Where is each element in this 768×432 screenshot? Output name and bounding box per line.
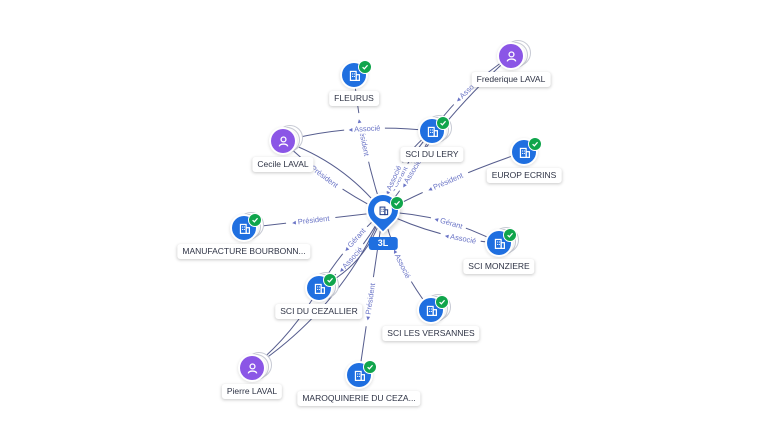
- edge-label: ◂ Président: [426, 170, 465, 194]
- building-icon: [348, 69, 361, 82]
- edge-label-background: [343, 122, 386, 135]
- check-icon: [503, 228, 517, 242]
- edge-label-background: [439, 229, 482, 247]
- edge-label-background: [379, 159, 406, 201]
- edge-label-group: ◂ Gérant: [429, 212, 468, 233]
- edge-label-background: [285, 212, 336, 229]
- edge-label-background: [332, 241, 368, 279]
- person-icon: [246, 362, 259, 375]
- company-node-disc[interactable]: [512, 140, 536, 164]
- check-icon: [363, 360, 377, 374]
- node-label[interactable]: SCI DU CEZALLIER: [275, 304, 363, 319]
- building-icon: [238, 222, 251, 235]
- node-label[interactable]: FLEURUS: [329, 91, 379, 106]
- check-icon: [435, 295, 449, 309]
- company-node-disc[interactable]: [419, 298, 443, 322]
- node-label[interactable]: SCI DU LERY: [400, 147, 464, 162]
- check-icon: [528, 137, 542, 151]
- building-icon: [518, 146, 531, 159]
- person-icon: [277, 135, 290, 148]
- edge-label-group: ◂ Président: [361, 276, 379, 327]
- check-icon: [390, 196, 404, 210]
- edge-label-background: [361, 276, 379, 327]
- edge-label: ◂ Associé: [444, 231, 477, 246]
- node-label[interactable]: Cecile LAVAL: [252, 157, 314, 172]
- check-icon: [323, 273, 337, 287]
- check-icon: [248, 213, 262, 227]
- node-label[interactable]: SCI MONZIERE: [463, 259, 535, 274]
- edge-label-background: [338, 223, 371, 257]
- edge-label-group: ◂ Président: [353, 112, 373, 163]
- check-icon: [436, 116, 450, 130]
- edge-label: ◂ Président: [363, 282, 378, 321]
- node-label[interactable]: MAROQUINERIE DU CEZA...: [297, 391, 421, 406]
- building-icon: [493, 237, 506, 250]
- edge-label-background: [429, 212, 468, 233]
- building-icon: [426, 125, 439, 138]
- node-label[interactable]: Pierre LAVAL: [221, 384, 283, 399]
- edge-label: ◂ Associé: [348, 123, 380, 134]
- building-icon: [374, 201, 392, 219]
- edge-label: ◂ Président: [292, 214, 331, 227]
- edge-label-background: [396, 153, 426, 194]
- node-label[interactable]: Frederique LAVAL: [471, 72, 551, 87]
- node-label[interactable]: MANUFACTURE BOURBONN...: [177, 244, 311, 259]
- edge-label: ◂ Gérant: [433, 214, 464, 231]
- edge-label-group: ◂ Associé: [343, 122, 386, 135]
- person-node-disc[interactable]: [240, 356, 264, 380]
- person-node-disc[interactable]: [499, 44, 523, 68]
- building-icon: [425, 304, 438, 317]
- person-node-disc[interactable]: [271, 129, 295, 153]
- person-icon: [505, 50, 518, 63]
- center-node-label[interactable]: 3L: [368, 237, 398, 250]
- edge-label-background: [420, 167, 471, 197]
- building-icon: [313, 282, 326, 295]
- edge-label: ◂ Associé: [390, 247, 412, 279]
- building-icon: [353, 369, 366, 382]
- edge-label-background: [388, 243, 416, 285]
- node-label[interactable]: SCI LES VERSANNES: [382, 326, 480, 341]
- edge-pierre-center: [251, 211, 384, 369]
- node-label[interactable]: EUROP ECRINS: [486, 168, 562, 183]
- edge-label-group: ◂ Président: [420, 167, 471, 197]
- check-icon: [358, 60, 372, 74]
- edge-label-group: ◂ Président: [285, 212, 336, 229]
- edge-center-versannes: [382, 211, 432, 311]
